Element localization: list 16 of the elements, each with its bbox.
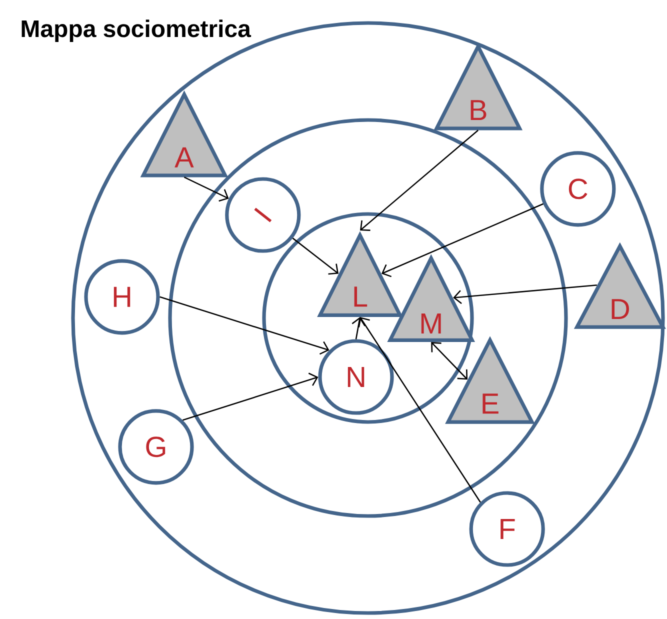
double-arrow <box>431 342 468 380</box>
arrow <box>184 176 229 202</box>
title: Mappa sociometrica <box>22 20 252 42</box>
arrow <box>352 317 366 340</box>
circle-node: I <box>225 177 301 253</box>
circle-node: F <box>469 491 545 567</box>
arrow <box>381 203 544 278</box>
arrow <box>358 317 481 503</box>
circle-node: H <box>84 259 160 335</box>
circle-node: G <box>118 409 194 485</box>
arrow <box>182 372 318 421</box>
circle-node: N <box>318 339 394 415</box>
middle-ring <box>168 118 568 518</box>
circle-node: C <box>540 151 616 227</box>
arrow <box>453 284 597 304</box>
arrow <box>360 130 479 231</box>
